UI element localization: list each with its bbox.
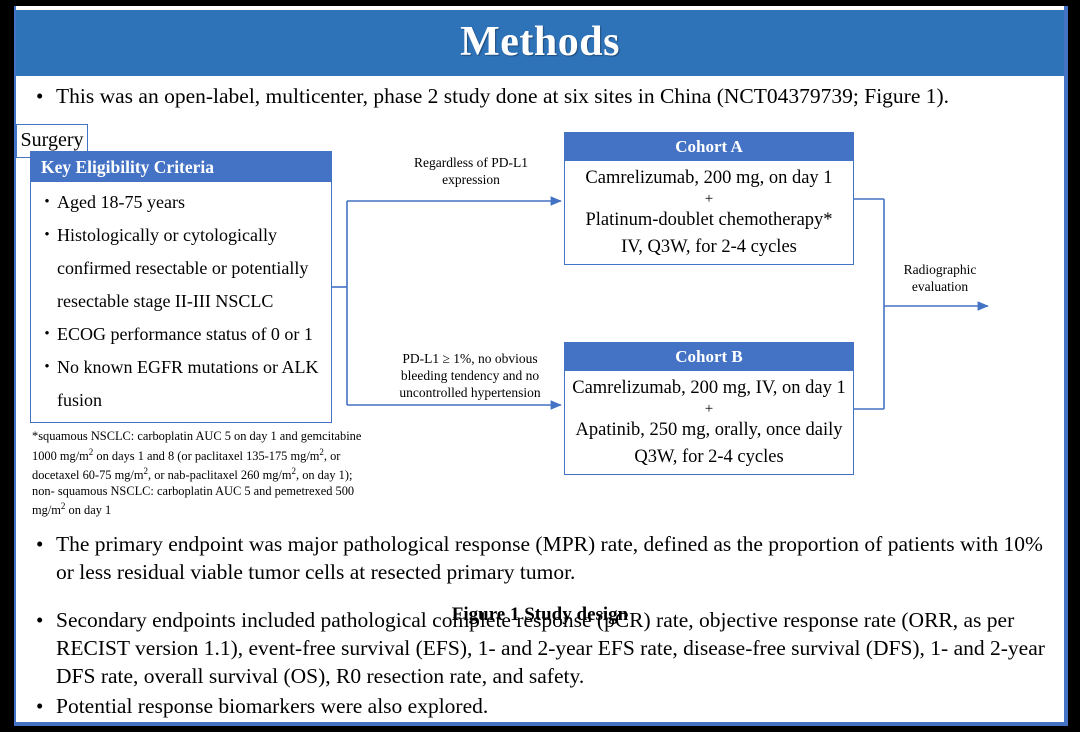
bullet-dot-icon: • — [36, 84, 44, 108]
cohort-a-box: Cohort A Camrelizumab, 200 mg, on day 1 … — [564, 132, 854, 265]
footnote-superscript: 2 — [60, 501, 66, 512]
slide-title-bar: Methods — [16, 10, 1064, 76]
annotation-bottom-line-1: PD-L1 ≥ 1%, no obvious — [402, 351, 538, 366]
cohort-a-line-2: Platinum-doublet chemotherapy* — [585, 210, 833, 230]
list-item: • No known EGFR mutations or ALK fusion — [37, 351, 325, 417]
annotation-right-line-1: Radiographic — [903, 262, 977, 277]
biomarker-text: Potential response biomarkers were also … — [56, 694, 489, 718]
cohort-b-body: Camrelizumab, 200 mg, IV, on day 1 + Apa… — [565, 371, 853, 475]
lead-bullet-text: This was an open-label, multicenter, pha… — [56, 84, 950, 108]
annotation-bottom-line-3: uncontrolled hypertension — [399, 385, 541, 400]
annotation-top-line-2: expression — [442, 172, 500, 187]
list-item: • Histologically or cytologically confir… — [37, 219, 325, 318]
footnote-superscript: 2 — [88, 446, 94, 457]
footnote-superscript: 2 — [319, 446, 324, 457]
annotation-top-branch: Regardless of PD-L1 expression — [386, 154, 556, 188]
endpoint-bullet-row: • Potential response biomarkers were als… — [30, 692, 1055, 720]
bullet-dot-icon: • — [36, 532, 44, 556]
annotation-bottom-line-2: bleeding tendency and no — [400, 368, 540, 383]
list-item: • ECOG performance status of 0 or 1 — [37, 318, 325, 351]
footnote-part: squamous NSCLC: carboplatin AUC 5 and pe… — [32, 483, 355, 518]
cohort-a-line-3: IV, Q3W, for 2-4 cycles — [621, 237, 797, 257]
slide-canvas: Methods • This was an open-label, multic… — [14, 6, 1068, 726]
annotation-radiographic-evaluation: Radiographic evaluation — [888, 261, 992, 295]
bullet-dot-icon: • — [36, 694, 44, 718]
cohort-b-header: Cohort B — [565, 343, 853, 371]
annotation-bottom-branch: PD-L1 ≥ 1%, no obvious bleeding tendency… — [374, 350, 566, 401]
footnote-part: , or docetaxel 60-75 mg/m — [32, 448, 341, 483]
annotation-right-line-2: evaluation — [911, 279, 969, 294]
eligibility-header: Key Eligibility Criteria — [31, 152, 331, 182]
cohort-a-body: Camrelizumab, 200 mg, on day 1 + Platinu… — [565, 161, 853, 265]
figure-footnote: *squamous NSCLC: carboplatin AUC 5 on da… — [32, 429, 362, 519]
eligibility-item-text: ECOG performance status of 0 or 1 — [57, 324, 313, 344]
footnote-part: on day 1 — [65, 503, 112, 518]
cohort-a-line-1: Camrelizumab, 200 mg, on day 1 — [585, 168, 833, 188]
footnote-part: *squamous NSCLC: carboplatin AUC 5 on da… — [32, 429, 362, 463]
secondary-endpoint-text: Secondary endpoints included pathologica… — [56, 608, 1045, 688]
footnote-superscript: 2 — [291, 466, 297, 477]
eligibility-body: • Aged 18-75 years • Histologically or c… — [31, 182, 331, 421]
eligibility-criteria-box: Key Eligibility Criteria • Aged 18-75 ye… — [30, 151, 332, 423]
cohort-b-line-1: Camrelizumab, 200 mg, IV, on day 1 — [572, 378, 846, 398]
footnote-part: on days 1 and 8 (or — [93, 448, 192, 463]
cohort-b-line-2: Apatinib, 250 mg, orally, once daily — [575, 420, 843, 440]
eligibility-item-text: No known EGFR mutations or ALK fusion — [57, 357, 319, 410]
footnote-part: , or nab-paclitaxel 260 mg/m — [148, 468, 292, 483]
page-title: Methods — [460, 19, 620, 65]
cohort-b-line-3: Q3W, for 2-4 cycles — [634, 447, 784, 467]
bullet-dot-icon: • — [44, 227, 50, 243]
cohort-a-header: Cohort A — [565, 133, 853, 161]
eligibility-item-text: Histologically or cytologically confirme… — [57, 225, 309, 311]
bullet-dot-icon: • — [36, 608, 44, 632]
eligibility-item-text: Aged 18-75 years — [57, 192, 185, 212]
cohort-b-plus: + — [704, 401, 714, 417]
lead-bullet-row: • This was an open-label, multicenter, p… — [30, 82, 1055, 110]
footnote-superscript: 2 — [143, 466, 149, 477]
cohort-b-box: Cohort B Camrelizumab, 200 mg, IV, on da… — [564, 342, 854, 475]
bullet-dot-icon: • — [44, 194, 50, 210]
endpoint-bullet-row: • The primary endpoint was major patholo… — [30, 530, 1055, 586]
endpoint-bullet-row: • Secondary endpoints included pathologi… — [30, 606, 1055, 690]
footnote-part: paclitaxel 135-175 mg/m — [194, 448, 320, 463]
footnote-part: , on day 1); non- — [32, 468, 353, 498]
bullet-dot-icon: • — [44, 326, 50, 342]
primary-endpoint-text: The primary endpoint was major pathologi… — [56, 532, 1043, 584]
study-design-figure: Key Eligibility Criteria • Aged 18-75 ye… — [16, 124, 1064, 625]
surgery-label: Surgery — [20, 129, 84, 151]
bullet-dot-icon: • — [44, 359, 50, 375]
list-item: • Aged 18-75 years — [37, 186, 325, 219]
cohort-a-plus: + — [704, 191, 714, 207]
annotation-top-line-1: Regardless of PD-L1 — [414, 155, 528, 170]
figure-caption: Figure 1 Study design — [451, 604, 629, 625]
